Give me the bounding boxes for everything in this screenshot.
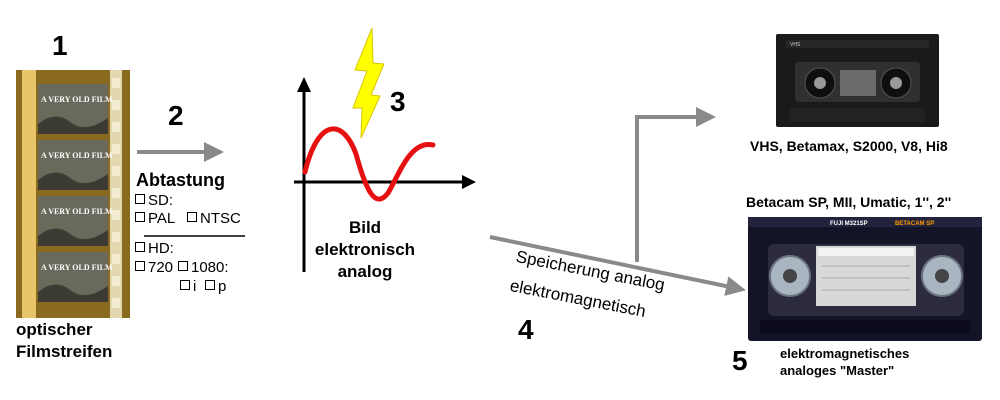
step-number-5: 5 — [732, 345, 748, 376]
vhs-label: VHS — [790, 42, 801, 48]
progressive-checkbox[interactable] — [205, 280, 215, 290]
consumer-formats-caption: VHS, Betamax, S2000, V8, Hi8 — [750, 138, 948, 154]
vhs-cassette-image: VHS — [776, 34, 939, 127]
storage-arrow — [489, 235, 746, 296]
res-1080-label: 1080: — [191, 259, 229, 276]
step-number-1: 1 — [52, 30, 68, 61]
res-1080-option: 1080: — [178, 259, 229, 276]
progressive-label: p — [218, 278, 227, 295]
pal-checkbox[interactable] — [135, 212, 145, 222]
res-720-checkbox[interactable] — [135, 261, 145, 271]
hd-label: HD: — [148, 240, 174, 257]
interlaced-label: i — [193, 278, 197, 295]
betacam-badge: BETACAM SP — [895, 221, 934, 227]
pro-formats-caption: Betacam SP, MII, Umatic, 1'', 2'' — [746, 194, 952, 210]
signal-caption-line3: analog — [337, 262, 393, 281]
sd-label: SD: — [148, 192, 174, 209]
progressive-option: p — [205, 278, 226, 295]
sd-checkbox[interactable] — [135, 194, 145, 204]
ntsc-label: NTSC — [200, 210, 241, 227]
film-caption-line2: Filmstreifen — [16, 342, 113, 361]
film-frame-title: A VERY OLD FILM — [41, 95, 113, 104]
signal-caption-line2: elektronisch — [314, 240, 416, 259]
film-frame-title: A VERY OLD FILM — [41, 151, 113, 160]
hd-checkbox[interactable] — [135, 242, 145, 252]
analog-signal-wave — [302, 126, 436, 202]
res-1080-checkbox[interactable] — [178, 261, 188, 271]
step-number-4: 4 — [518, 314, 534, 345]
film-strip-image: A VERY OLD FILM A VERY OLD FILM A VERY O… — [16, 70, 130, 318]
ntsc-checkbox[interactable] — [187, 212, 197, 222]
scan-title: Abtastung — [136, 170, 225, 190]
res-720-label: 720 — [148, 259, 174, 276]
res-720-option: 720 — [135, 259, 173, 276]
signal-axes — [294, 77, 476, 272]
signal-caption-line1: Bild — [348, 218, 382, 237]
pal-option: PAL — [135, 210, 175, 227]
interlaced-checkbox[interactable] — [180, 280, 190, 290]
interlaced-option: i — [180, 278, 196, 295]
hd-option: HD: — [135, 240, 174, 257]
film-frame-title: A VERY OLD FILM — [41, 263, 113, 272]
fuji-brand-label: FUJI M321SP — [830, 221, 868, 227]
master-caption-line1: elektromagnetisches — [780, 346, 910, 361]
vhs-branch-arrow — [635, 107, 716, 262]
step-number-3: 3 — [390, 86, 406, 117]
film-caption-line1: optischer — [16, 320, 93, 339]
pal-label: PAL — [148, 210, 176, 227]
lightning-icon — [352, 27, 385, 139]
sd-option: SD: — [135, 192, 173, 209]
film-frame-title: A VERY OLD FILM — [41, 207, 113, 216]
ntsc-option: NTSC — [187, 210, 241, 227]
master-caption-line2: analoges "Master" — [780, 363, 895, 378]
step-number-2: 2 — [168, 100, 184, 131]
betacam-cassette-image: FUJI M321SP BETACAM SP — [748, 217, 982, 341]
